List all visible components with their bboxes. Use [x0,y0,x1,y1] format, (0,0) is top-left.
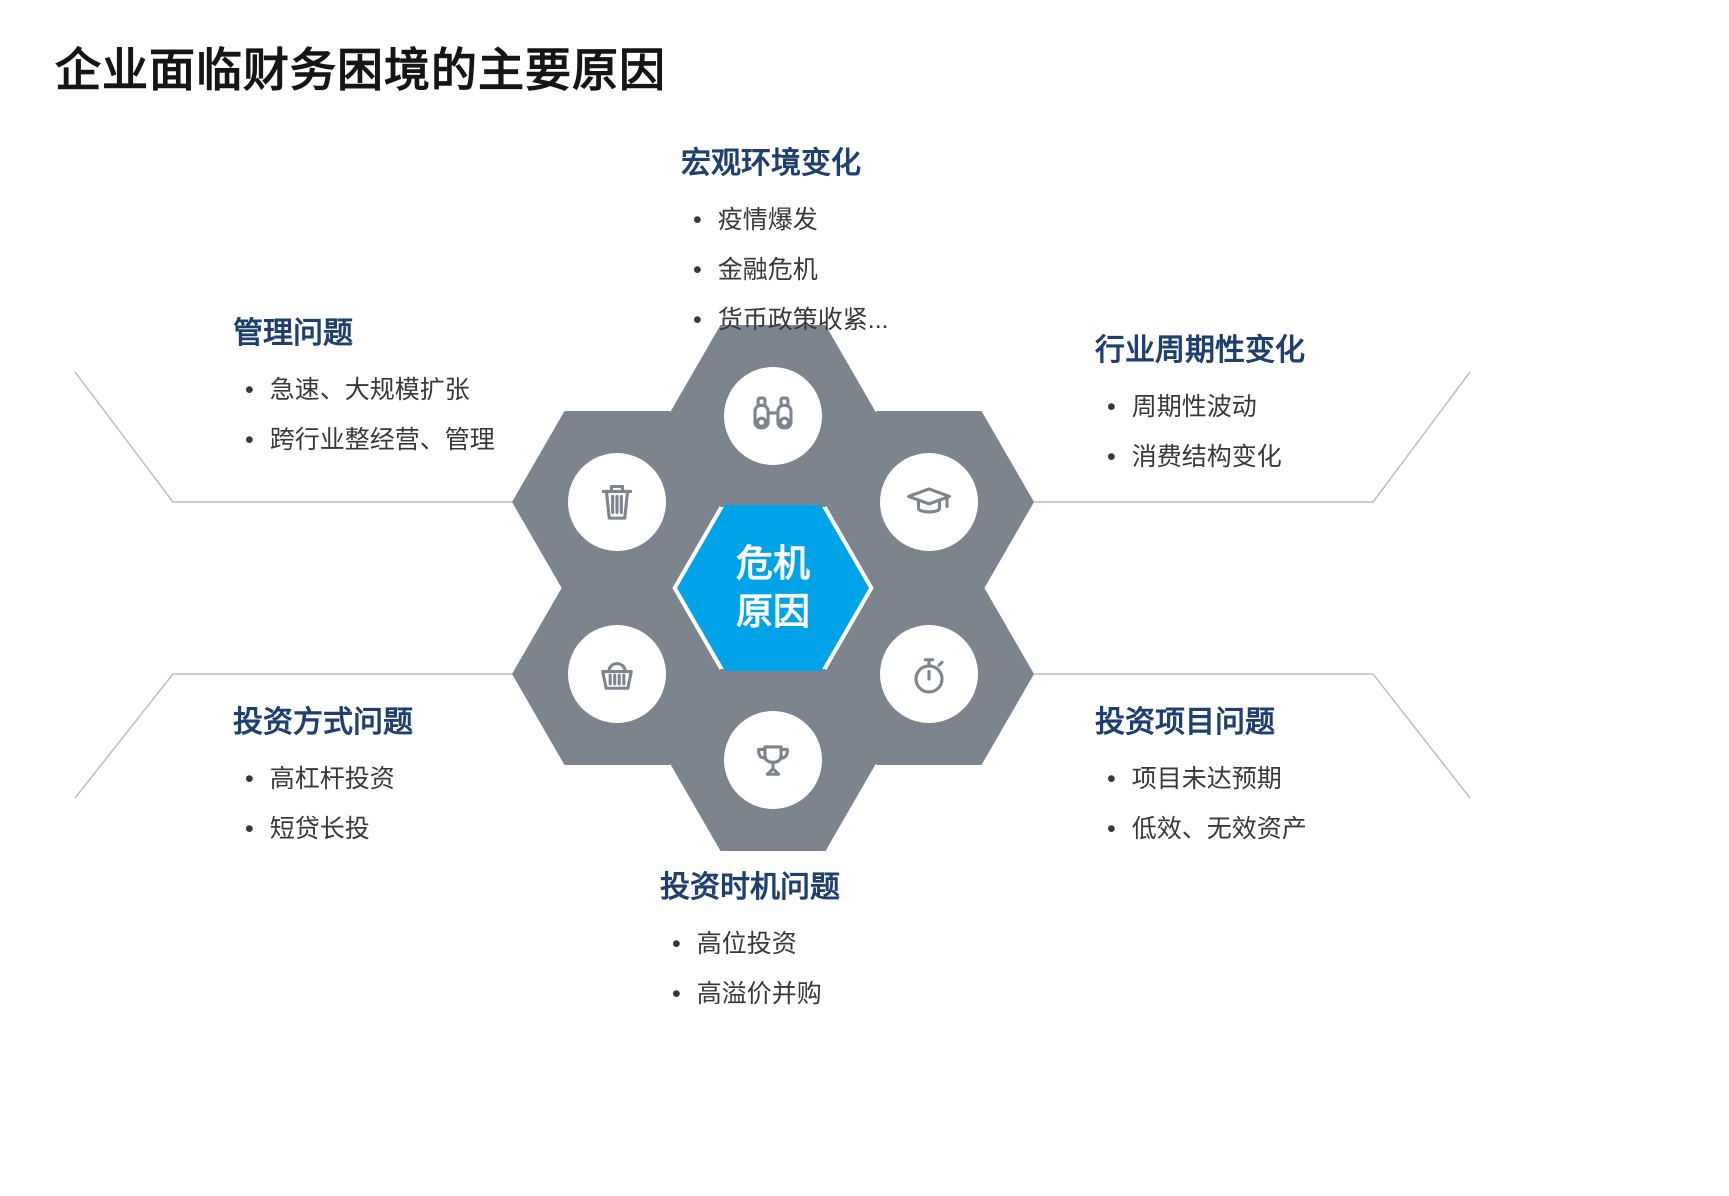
section-investment-timing: 投资时机问题 高位投资 高溢价并购 [660,862,1000,1028]
bullet-item: 周期性波动 [1107,391,1455,424]
trophy-icon [757,745,789,776]
icon-disc [880,453,978,551]
connector-lower-left [74,673,515,799]
icon-disc [724,367,822,465]
bullet-list: 周期性波动 消费结构变化 [1095,391,1455,474]
hexagon-top [668,325,878,507]
bullet-list: 项目未达预期 低效、无效资产 [1095,763,1435,846]
section-title: 管理问题 [233,317,353,350]
center-label: 危机 原因 [736,542,810,632]
section-industry-cycle: 行业周期性变化 周期性波动 消费结构变化 [1095,325,1455,491]
section-investment-project: 投资项目问题 项目未达预期 低效、无效资产 [1095,697,1435,863]
section-title: 行业周期性变化 [1095,334,1305,367]
bullet-list: 高位投资 高溢价并购 [660,928,1000,1011]
section-macro-environment: 宏观环境变化 疫情爆发 金融危机 货币政策收紧... [681,138,1041,354]
bullet-list: 急速、大规模扩张 跨行业整经营、管理 [233,374,505,457]
bullet-list: 高杠杆投资 短贷长投 [233,763,553,846]
stopwatch-icon [914,658,944,694]
icon-disc [724,711,822,809]
bullet-item: 短贷长投 [245,813,553,846]
section-title: 宏观环境变化 [681,147,861,180]
section-management-problems: 管理问题 急速、大规模扩张 跨行业整经营、管理 [233,308,505,474]
section-investment-method: 投资方式问题 高杠杆投资 短贷长投 [233,697,553,863]
icon-disc [568,625,666,723]
page-title: 企业面临财务困境的主要原因 [55,44,666,96]
connector-upper-left [74,371,515,503]
connector-lower-right [1031,673,1471,799]
bullet-item: 疫情爆发 [693,204,1041,237]
section-title: 投资项目问题 [1095,706,1275,739]
icon-disc [568,453,666,551]
bullet-item: 货币政策收紧... [693,304,1041,337]
icon-disc [880,625,978,723]
bullet-item: 高溢价并购 [672,978,1000,1011]
bullet-list: 疫情爆发 金融危机 货币政策收紧... [681,204,1041,337]
bullet-item: 跨行业整经营、管理 [245,424,505,457]
section-title: 投资时机问题 [660,871,840,904]
shopping-basket-icon [601,662,633,690]
bullet-item: 急速、大规模扩张 [245,374,505,407]
bullet-item: 高杠杆投资 [245,763,553,796]
graduation-cap-icon [906,487,952,514]
hexagon-upper-right [824,411,1034,593]
bullet-item: 项目未达预期 [1107,763,1435,796]
bullet-item: 金融危机 [693,254,1041,287]
bullet-item: 低效、无效资产 [1107,813,1435,846]
hexagon-center-crisis-causes: 危机 原因 [677,505,869,671]
section-title: 投资方式问题 [233,706,413,739]
bullet-item: 高位投资 [672,928,1000,961]
binoculars-icon [753,396,793,430]
trash-icon [601,484,633,520]
bullet-item: 消费结构变化 [1107,441,1455,474]
